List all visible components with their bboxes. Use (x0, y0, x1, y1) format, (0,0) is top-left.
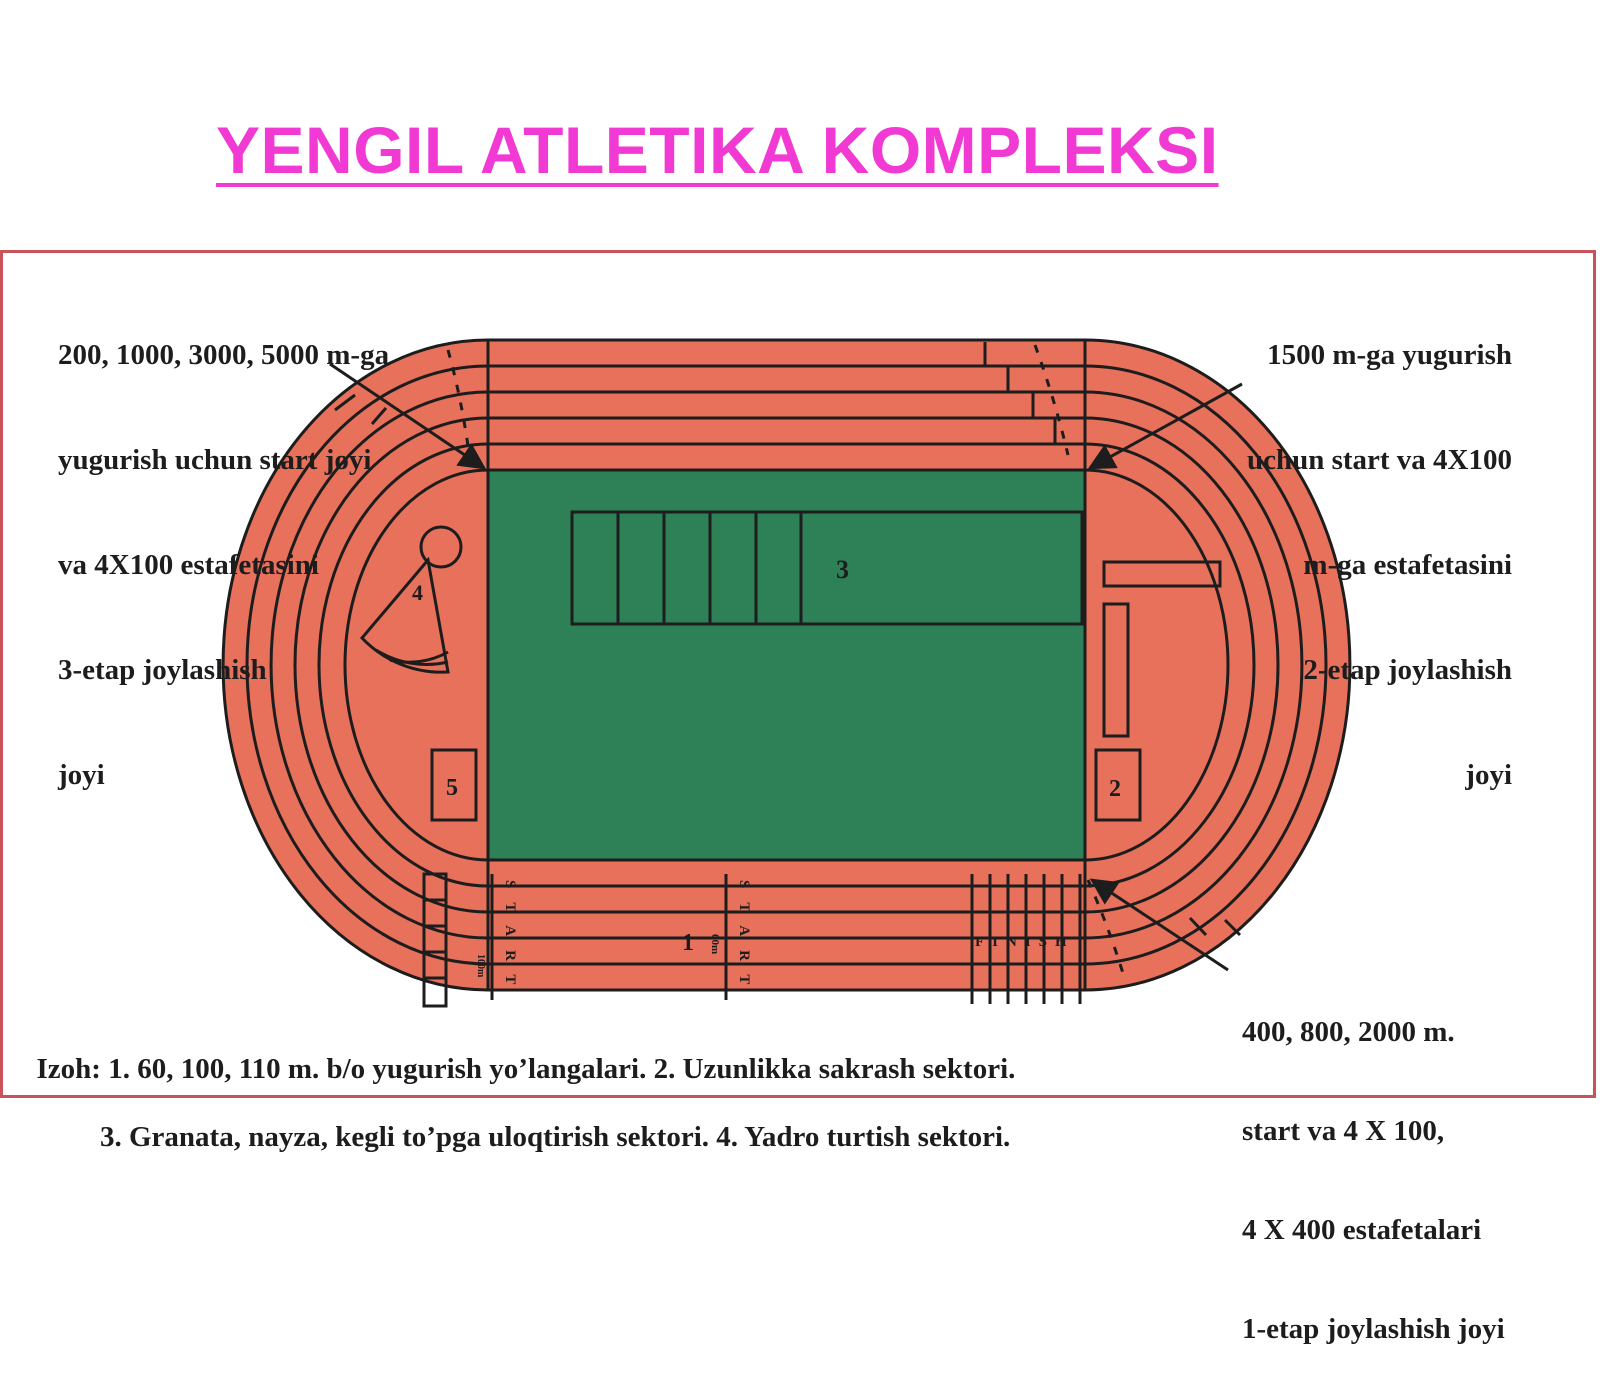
legend-note: Izoh: 1. 60, 100, 110 m. b/o yugurish yo… (22, 1018, 1016, 1188)
stadium-diagram: 3 4 5 2 START (221, 338, 1352, 1008)
note-top-left: 200, 1000, 3000, 5000 m-ga yugurish uchu… (58, 268, 389, 828)
infield (486, 468, 1087, 862)
note-line: 4 X 400 estafetalari (1242, 1214, 1482, 1246)
finish-grid (970, 874, 1082, 1004)
sector-2-label: 2 (1109, 776, 1121, 802)
note-line: 2-etap joylashish (1303, 654, 1512, 686)
note-line: 200, 1000, 3000, 5000 m-ga (58, 339, 390, 371)
note-line: va 4X100 estafetasini (58, 549, 319, 581)
start-label-1: START (502, 880, 518, 998)
dashed-guides (446, 344, 1127, 981)
note-line: 400, 800, 2000 m. (1242, 1016, 1455, 1048)
note-line: uchun start va 4X100 (1246, 444, 1512, 476)
start-label-2: START (736, 880, 752, 998)
note-line: joyi (1465, 759, 1512, 791)
note-line: 3-etap joylashish (58, 654, 267, 686)
curve-separators (334, 340, 1087, 990)
legend-line-1: Izoh: 1. 60, 100, 110 m. b/o yugurish yo… (36, 1053, 1016, 1085)
note-line: start va 4 X 100, (1242, 1115, 1445, 1147)
note-line: m-ga estafetasini (1303, 549, 1512, 581)
legend-line-2: 3. Granata, nayza, kegli to’pga uloqtiri… (100, 1121, 1011, 1153)
start-lines (422, 872, 728, 1008)
label-100m: 100m (475, 954, 486, 978)
sector-4-label: 4 (412, 580, 423, 605)
shot-put-sector (359, 525, 463, 674)
sector-5-label: 5 (446, 775, 458, 801)
note-line: 1500 m-ga yugurish (1267, 339, 1512, 371)
label-60m: 60m (709, 934, 721, 954)
note-bottom-right: 400, 800, 2000 m. start va 4 X 100, 4 X … (1242, 950, 1505, 1379)
box-5 (430, 748, 478, 822)
finish-ticks (1188, 916, 1242, 937)
long-jump-sector (1094, 560, 1222, 822)
sector-1-label: 1 (682, 930, 694, 956)
page-title: YENGIL ATLETIKA KOMPLEKSI (216, 113, 1219, 187)
note-line: joyi (58, 759, 105, 791)
note-line: yugurish uchun start joyi (58, 444, 372, 476)
sector-3-label: 3 (836, 555, 849, 584)
finish-label: FINISH (975, 934, 1075, 950)
throwing-sector (570, 510, 1084, 626)
note-line: 1-etap joylashish joyi (1242, 1313, 1505, 1345)
note-top-right: 1500 m-ga yugurish uchun start va 4X100 … (1160, 268, 1512, 828)
callout-arrows (329, 362, 1243, 972)
